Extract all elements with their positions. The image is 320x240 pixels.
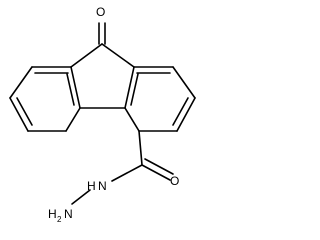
bond-carbonyl-o-2 — [144, 158, 174, 175]
atom-label-amide-nitrogen: N — [98, 179, 107, 193]
atom-label-amino-hydrogen: H — [48, 207, 57, 221]
bond-c2-c3 — [9, 97, 29, 132]
chemical-structure: O O N H N H 2 — [9, 5, 196, 224]
bond-carbonyl-n — [111, 164, 143, 182]
bond-c4a-c8a — [124, 66, 135, 109]
atom-label-amide-oxygen: O — [170, 174, 179, 188]
bond-c4-c4b — [65, 107, 81, 132]
bond-c9-c9a — [70, 43, 103, 68]
bond-c8-c7 — [172, 66, 196, 99]
bond-c4a-c8a-inner — [130, 73, 139, 106]
atom-label-amino-nitrogen: N — [64, 207, 73, 221]
bond-carbonyl-o-1 — [141, 164, 171, 181]
bond-c7-c6-inner — [172, 97, 189, 126]
atom-label-amino-hydrogen-count: 2 — [57, 215, 62, 224]
bond-c4-carbonyl — [138, 130, 143, 166]
atom-labels: O O N H N H 2 — [48, 5, 179, 224]
atom-label-amide-nitrogen-hydrogen: H — [87, 179, 96, 193]
atom-label-ketone-oxygen: O — [96, 5, 105, 19]
bond-c2-c3-inner — [16, 97, 33, 126]
bond-c4b-c9a — [70, 66, 81, 109]
bond-n-n — [71, 189, 91, 205]
bond-c4b-c9a-inner — [66, 73, 75, 106]
bond-c1-c2 — [9, 66, 33, 99]
bond-lines — [9, 22, 196, 205]
bond-c5-c4a — [124, 107, 140, 132]
bond-c9-c8a — [101, 43, 135, 68]
bond-c7-c6 — [176, 97, 196, 132]
